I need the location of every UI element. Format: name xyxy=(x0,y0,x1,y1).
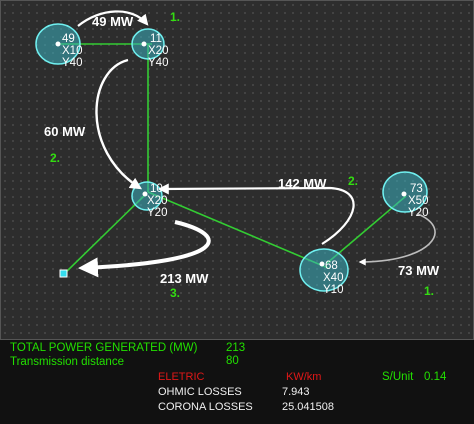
step-label-2-right: 2. xyxy=(348,174,358,188)
flow-label-60mw: 60 MW xyxy=(44,124,86,139)
flow-label-49mw: 49 MW xyxy=(92,14,134,29)
node-10-x: X20 xyxy=(147,195,167,207)
node-49-power: 49 xyxy=(62,33,75,45)
power-flow-diagram: 49 X10 Y40 11 X20 Y40 10 X20 Y20 73 X50 … xyxy=(35,10,440,300)
s-unit-value: 0.14 xyxy=(424,371,447,383)
node-73[interactable]: 73 X50 Y20 xyxy=(382,171,428,219)
arrow-213mw xyxy=(78,220,211,278)
step-label-1-bottom: 1. xyxy=(424,284,434,298)
ohmic-losses-label: OHMIC LOSSES xyxy=(158,386,242,398)
arrow-73mw xyxy=(358,213,436,266)
corona-losses-value: 25.041508 xyxy=(282,401,334,413)
node-49[interactable]: 49 X10 Y40 xyxy=(35,23,82,69)
node-11[interactable]: 11 X20 Y40 xyxy=(131,28,168,69)
line-n10-n68 xyxy=(147,191,329,269)
step-label-3: 3. xyxy=(170,286,180,300)
results-panel: TOTAL POWER GENERATED (MW) 213 Transmiss… xyxy=(0,340,474,424)
flow-label-73mw: 73 MW xyxy=(398,263,440,278)
arrow-49mw xyxy=(77,10,149,27)
transmission-distance-value: 80 xyxy=(226,355,239,367)
total-power-label: TOTAL POWER GENERATED (MW) xyxy=(10,342,198,354)
total-power-value: 213 xyxy=(226,342,246,354)
flow-arrows xyxy=(77,10,436,278)
ohmic-losses-value: 7.943 xyxy=(282,386,310,398)
node-10-y: Y20 xyxy=(147,207,167,219)
transmission-distance-label: Transmission distance xyxy=(10,356,124,368)
node-68-x: X40 xyxy=(323,272,343,284)
node-11-power: 11 xyxy=(150,33,162,45)
node-73-power: 73 xyxy=(410,183,423,195)
flow-label-213mw: 213 MW xyxy=(160,271,209,286)
node-68-power: 68 xyxy=(325,260,338,272)
arrow-142mw xyxy=(157,183,355,245)
node-11-x: X20 xyxy=(148,45,168,57)
node-68[interactable]: 68 X40 Y10 xyxy=(299,248,349,296)
arrow-60mw xyxy=(95,58,143,190)
kw-km-label: KW/km xyxy=(286,371,322,383)
node-68-y: Y10 xyxy=(323,284,343,296)
node-49-x: X10 xyxy=(62,45,82,57)
diagram-canvas xyxy=(0,0,474,340)
flow-label-142mw: 142 MW xyxy=(278,176,327,191)
node-11-y: Y40 xyxy=(148,57,168,69)
eletric-label: ELETRIC xyxy=(158,371,205,383)
line-n10-sink xyxy=(63,193,147,275)
node-73-x: X50 xyxy=(408,195,428,207)
step-label-2-left: 2. xyxy=(50,151,60,165)
load-sink-square[interactable] xyxy=(59,269,68,278)
node-49-y: Y40 xyxy=(62,57,82,69)
step-label-1-top: 1. xyxy=(170,10,180,24)
corona-losses-label: CORONA LOSSES xyxy=(158,401,253,413)
s-unit-label: S/Unit xyxy=(382,371,414,383)
